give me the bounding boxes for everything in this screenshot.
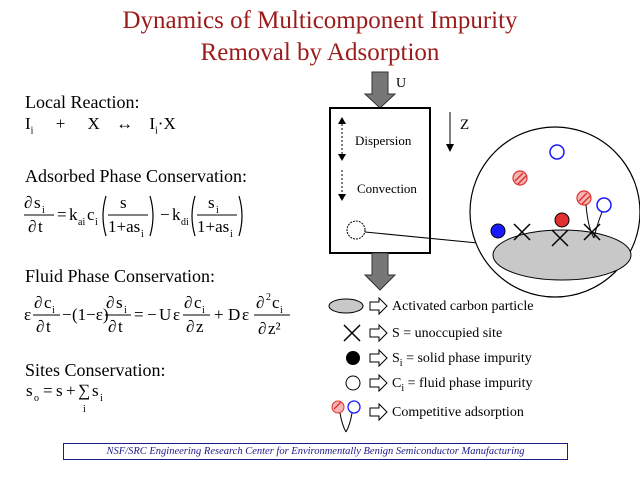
inlet-label: U	[396, 76, 407, 91]
svg-text:s: s	[34, 193, 41, 212]
legend-arrows	[369, 296, 388, 422]
svg-text:s: s	[92, 381, 99, 400]
svg-text:ε: ε	[242, 305, 249, 324]
local-reaction-equation: Ii + X ↔ Ii·X	[25, 114, 176, 137]
svg-text:−: −	[147, 305, 157, 324]
convection-label: Convection	[357, 181, 417, 196]
dispersion-label: Dispersion	[355, 133, 412, 148]
svg-text:∂: ∂	[184, 293, 192, 312]
svg-text:∂: ∂	[24, 193, 32, 212]
svg-text:∑: ∑	[78, 381, 90, 400]
svg-text:c: c	[272, 293, 280, 312]
svg-text:∂: ∂	[106, 293, 114, 312]
adsorbed-impurity-red	[554, 212, 570, 228]
fluid-phase-heading: Fluid Phase Conservation:	[25, 266, 215, 286]
svg-text:+: +	[66, 381, 76, 400]
page-title-line-1: Dynamics of Multicomponent Impurity	[122, 7, 518, 34]
fluid-phase-equation: ε ∂ c i ∂ t − (1−ε) ∂ s i ∂ t = − U ε ∂ …	[24, 292, 290, 338]
svg-text:∂: ∂	[258, 319, 266, 338]
legend-icon-fluid	[345, 375, 361, 391]
svg-text:s: s	[208, 193, 215, 212]
svg-text:t: t	[46, 317, 51, 336]
fluid-impurity-blue	[549, 144, 565, 160]
adsorbed-phase-equation: ∂ s i ∂ t = k ai c i s 1+as i − k di s i…	[24, 193, 243, 240]
svg-text:i: i	[100, 393, 103, 404]
svg-text:+: +	[214, 305, 224, 324]
svg-text:k: k	[69, 205, 78, 224]
legend-unoccupied-site: S = unoccupied site	[392, 326, 503, 341]
legend-competitive-adsorption: Competitive adsorption	[392, 405, 524, 420]
svg-text:t: t	[118, 317, 123, 336]
footer-credit: NSF/SRC Engineering Research Center for …	[63, 443, 568, 460]
svg-text:i: i	[280, 305, 283, 316]
legend-icons	[328, 298, 364, 433]
svg-text:ε: ε	[173, 305, 180, 324]
legend-solid-phase: Si = solid phase impurity	[392, 351, 532, 369]
sites-conservation-equation: s o = s + ∑ i s i	[26, 381, 103, 415]
svg-text:1+as: 1+as	[197, 217, 229, 236]
svg-text:o: o	[34, 393, 39, 404]
svg-text:z: z	[196, 317, 204, 336]
carbon-particle-small	[346, 220, 366, 240]
sites-conservation-heading: Sites Conservation:	[25, 360, 166, 380]
legend-carbon-particle: Activated carbon particle	[392, 299, 534, 314]
svg-text:c: c	[87, 205, 95, 224]
local-reaction-heading: Local Reaction:	[25, 92, 140, 112]
svg-text:∂: ∂	[186, 317, 194, 336]
page-title-line-2: Removal by Adsorption	[200, 39, 440, 66]
svg-text:∂: ∂	[36, 317, 44, 336]
svg-text:k: k	[172, 205, 181, 224]
svg-text:∂: ∂	[256, 293, 264, 312]
svg-text:−: −	[160, 205, 170, 224]
svg-text:∂: ∂	[34, 293, 42, 312]
svg-text:(1−ε): (1−ε)	[72, 305, 109, 324]
svg-text:i: i	[124, 305, 127, 316]
svg-text:∂: ∂	[108, 317, 116, 336]
adsorbed-phase-heading: Adsorbed Phase Conservation:	[25, 166, 247, 186]
svg-text:di: di	[181, 217, 189, 228]
inlet-arrow	[363, 71, 397, 109]
competing-impurity-blue	[596, 197, 612, 213]
legend-icon-carbon	[328, 298, 364, 314]
legend-fluid-phase: Ci = fluid phase impurity	[392, 376, 533, 394]
svg-text:−: −	[62, 305, 72, 324]
svg-text:i: i	[42, 205, 45, 216]
svg-text:c: c	[44, 293, 52, 312]
svg-text:D: D	[228, 305, 240, 324]
adsorption-column	[329, 107, 431, 254]
axis-z-label: Z	[460, 117, 470, 133]
svg-text:z²: z²	[268, 319, 281, 338]
svg-text:U: U	[159, 305, 171, 324]
svg-text:i: i	[202, 305, 205, 316]
svg-text:1+as: 1+as	[108, 217, 140, 236]
svg-text:i: i	[52, 305, 55, 316]
svg-text:i: i	[83, 404, 86, 415]
outlet-arrow	[363, 252, 397, 291]
svg-text:t: t	[38, 217, 43, 236]
svg-text:s: s	[56, 381, 63, 400]
svg-text:2: 2	[266, 292, 271, 303]
svg-text:ε: ε	[24, 305, 31, 324]
svg-text:i: i	[141, 229, 144, 240]
svg-text:i: i	[95, 217, 98, 228]
legend-icon-solid	[346, 351, 360, 365]
adsorbed-impurity-blue	[490, 223, 506, 239]
svg-text:∂: ∂	[28, 217, 36, 236]
svg-text:s: s	[116, 293, 123, 312]
svg-text:=: =	[57, 205, 67, 224]
competing-impurity-red	[576, 190, 592, 206]
fluid-impurity-red	[512, 170, 528, 186]
svg-text:i: i	[230, 229, 233, 240]
carbon-particle-large	[492, 229, 632, 281]
svg-text:s: s	[26, 381, 33, 400]
svg-text:=: =	[134, 305, 144, 324]
svg-text:s: s	[120, 193, 127, 212]
svg-text:ai: ai	[78, 217, 85, 228]
svg-text:=: =	[43, 381, 53, 400]
svg-text:i: i	[216, 205, 219, 216]
svg-text:c: c	[194, 293, 202, 312]
